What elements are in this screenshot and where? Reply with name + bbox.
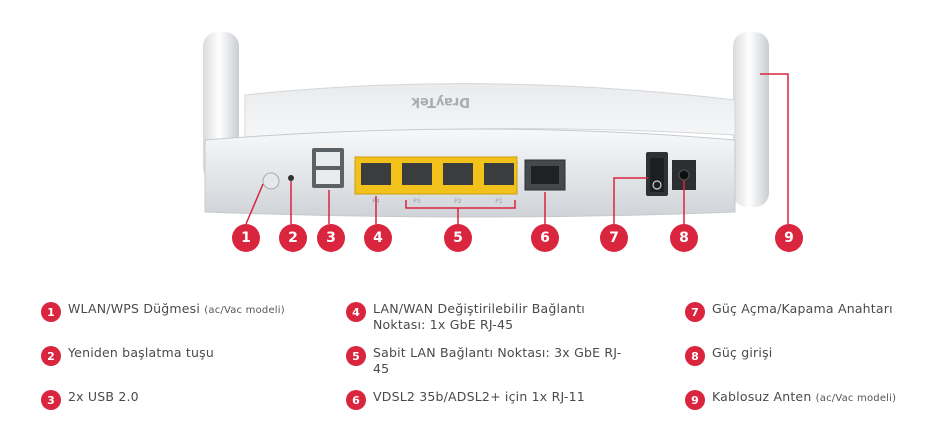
callout-badge-3: 3 xyxy=(317,224,345,252)
legend-number: 4 xyxy=(346,302,366,322)
callout-badge-7: 7 xyxy=(600,224,628,252)
legend-item-7: 7 Güç Açma/Kapama Anahtarı xyxy=(685,301,925,322)
legend-number: 6 xyxy=(346,390,366,410)
usb-ports xyxy=(312,148,344,188)
legend-note: (ac/Vac modeli) xyxy=(815,393,897,404)
legend-item-3: 3 2x USB 2.0 xyxy=(41,389,331,410)
callout-lines xyxy=(245,73,789,225)
legend-text: Yeniden başlatma tuşu xyxy=(68,345,214,360)
callout-badge-9: 9 xyxy=(775,224,803,252)
legend-text: Sabit LAN Bağlantı Noktası: 3x GbE RJ-45 xyxy=(373,345,622,376)
reset-hole xyxy=(288,175,294,181)
legend-number: 8 xyxy=(685,346,705,366)
legend-item-1: 1 WLAN/WPS Düğmesi (ac/Vac modeli) xyxy=(41,301,331,322)
router-photo: DrayTek P4 P3 P2 P1 xyxy=(203,32,803,252)
legend-number: 2 xyxy=(41,346,61,366)
legend-text: Kablosuz Anten xyxy=(712,389,812,404)
dsl-port xyxy=(524,159,566,191)
callout-badge-2: 2 xyxy=(279,224,307,252)
legend-item-6: 6 VDSL2 35b/ADSL2+ için 1x RJ-11 xyxy=(346,389,626,410)
legend-number: 1 xyxy=(41,302,61,322)
legend-number: 5 xyxy=(346,346,366,366)
legend-item-2: 2 Yeniden başlatma tuşu xyxy=(41,345,331,366)
legend-text: Güç Açma/Kapama Anahtarı xyxy=(712,301,893,316)
callout-badge-8: 8 xyxy=(670,224,698,252)
legend-text: 2x USB 2.0 xyxy=(68,389,139,404)
legend-note: (ac/Vac modeli) xyxy=(204,305,285,316)
callout-badge-6: 6 xyxy=(531,224,559,252)
legend-number: 7 xyxy=(685,302,705,322)
callout-badge-5: 5 xyxy=(444,224,472,252)
router-illustration: DrayTek P4 P3 P2 P1 xyxy=(203,32,789,225)
legend-number: 3 xyxy=(41,390,61,410)
port-label-p1: P1 xyxy=(495,198,503,205)
wps-button xyxy=(262,172,280,190)
legend-item-4: 4 LAN/WAN Değiştirilebilir Bağlantı Nokt… xyxy=(346,301,626,333)
lan-ports xyxy=(354,156,518,195)
power-switch xyxy=(646,152,668,196)
legend-item-9: 9 Kablosuz Anten (ac/Vac modeli) xyxy=(685,389,930,410)
legend-number: 9 xyxy=(685,390,705,410)
legend-text: Güç girişi xyxy=(712,345,773,360)
legend-text: WLAN/WPS Düğmesi xyxy=(68,301,201,316)
legend-item-5: 5 Sabit LAN Bağlantı Noktası: 3x GbE RJ-… xyxy=(346,345,626,377)
callout-badge-4: 4 xyxy=(364,224,392,252)
port-label-p2: P2 xyxy=(454,198,462,205)
legend-text: LAN/WAN Değiştirilebilir Bağlantı Noktas… xyxy=(373,301,585,332)
port-label-p3: P3 xyxy=(413,198,421,205)
legend-item-8: 8 Güç girişi xyxy=(685,345,925,366)
callout-badge-1: 1 xyxy=(232,224,260,252)
brand-logo: DrayTek xyxy=(411,94,470,109)
legend-text: VDSL2 35b/ADSL2+ için 1x RJ-11 xyxy=(373,389,585,404)
